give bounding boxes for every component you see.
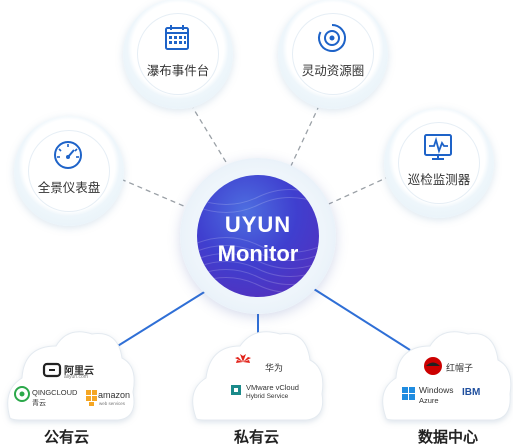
- feature-waterfall-events: 瀑布事件台: [123, 0, 233, 109]
- ibm-name: IBM: [462, 387, 481, 398]
- aliyun-name: 阿里云: [64, 366, 94, 377]
- amazon-logo: [86, 390, 97, 406]
- aliyun-sub: aliyun.com: [64, 374, 88, 380]
- connector-dashed-calendar: [192, 107, 241, 186]
- amazon-name: amazon: [98, 390, 131, 400]
- connector-public-cloud: [107, 285, 215, 353]
- vmware-logo: [231, 385, 241, 395]
- redhat-name: 红帽子: [446, 363, 474, 373]
- windows-logo: [402, 387, 415, 400]
- feature-label: 全景仪表盘: [37, 181, 101, 195]
- huawei-name: 华为: [265, 363, 284, 373]
- gauge-icon: [54, 141, 82, 169]
- vmware-name: VMware vCloud: [246, 383, 299, 392]
- feature-panorama-dashboard: 全景仪表盘: [14, 116, 124, 226]
- calendar-icon: [165, 25, 189, 50]
- qingcloud-sub: 青云: [32, 400, 46, 407]
- connector-dashed-monitor: [319, 177, 387, 209]
- huawei-logo: [235, 354, 251, 363]
- feature-inspection-monitor: 巡检监测器: [384, 108, 494, 218]
- qingcloud-name: QINGCLOUD: [32, 388, 78, 397]
- vmware-sub: Hybrid Service: [246, 393, 289, 400]
- monitor-pulse-icon: [424, 134, 452, 160]
- qingcloud-logo: [14, 386, 30, 402]
- redhat-logo: [424, 357, 442, 375]
- feature-label: 瀑布事件台: [146, 64, 210, 78]
- cloud-private: [192, 331, 324, 421]
- cloud-label-public: 公有云: [44, 429, 90, 446]
- windows-sub: Azure: [419, 396, 439, 405]
- cloud-label-datacenter: 数据中心: [418, 429, 479, 446]
- hub-subtitle: Monitor: [217, 241, 299, 266]
- target-icon: [318, 24, 347, 52]
- cloud-label-private: 私有云: [234, 429, 280, 446]
- hub-core: [197, 175, 319, 297]
- hub-wave-pattern: [197, 189, 319, 293]
- feature-resource-circle: 灵动资源圈: [278, 0, 388, 109]
- feature-label: 灵动资源圈: [301, 64, 365, 78]
- cloud-public: [7, 331, 135, 421]
- hub-title: UYUN: [224, 212, 292, 237]
- amazon-sub: web services: [99, 401, 126, 406]
- windows-name: Windows: [419, 385, 454, 395]
- connector-datacenter: [305, 283, 411, 351]
- feature-label: 巡检监测器: [407, 173, 471, 187]
- aliyun-logo: [42, 362, 62, 378]
